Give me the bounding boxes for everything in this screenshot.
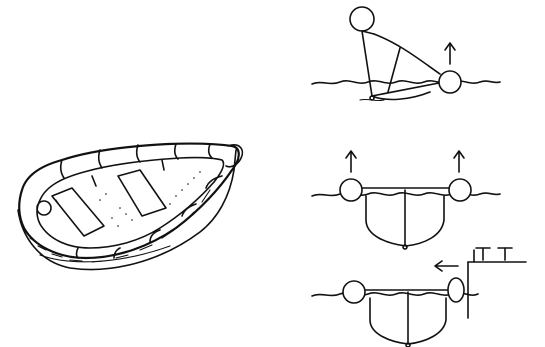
arrow-up-icon bbox=[445, 43, 455, 64]
arrow-up-left-icon bbox=[346, 151, 356, 172]
dock-icon bbox=[468, 248, 526, 318]
righting-step-1 bbox=[312, 7, 500, 101]
righting-step-3 bbox=[312, 248, 526, 347]
boat-perspective-illustration bbox=[18, 144, 242, 270]
arrow-left-icon bbox=[435, 261, 458, 271]
righting-step-2 bbox=[312, 151, 500, 249]
arrow-up-right-icon bbox=[454, 151, 464, 172]
floor-stipple bbox=[99, 171, 201, 227]
